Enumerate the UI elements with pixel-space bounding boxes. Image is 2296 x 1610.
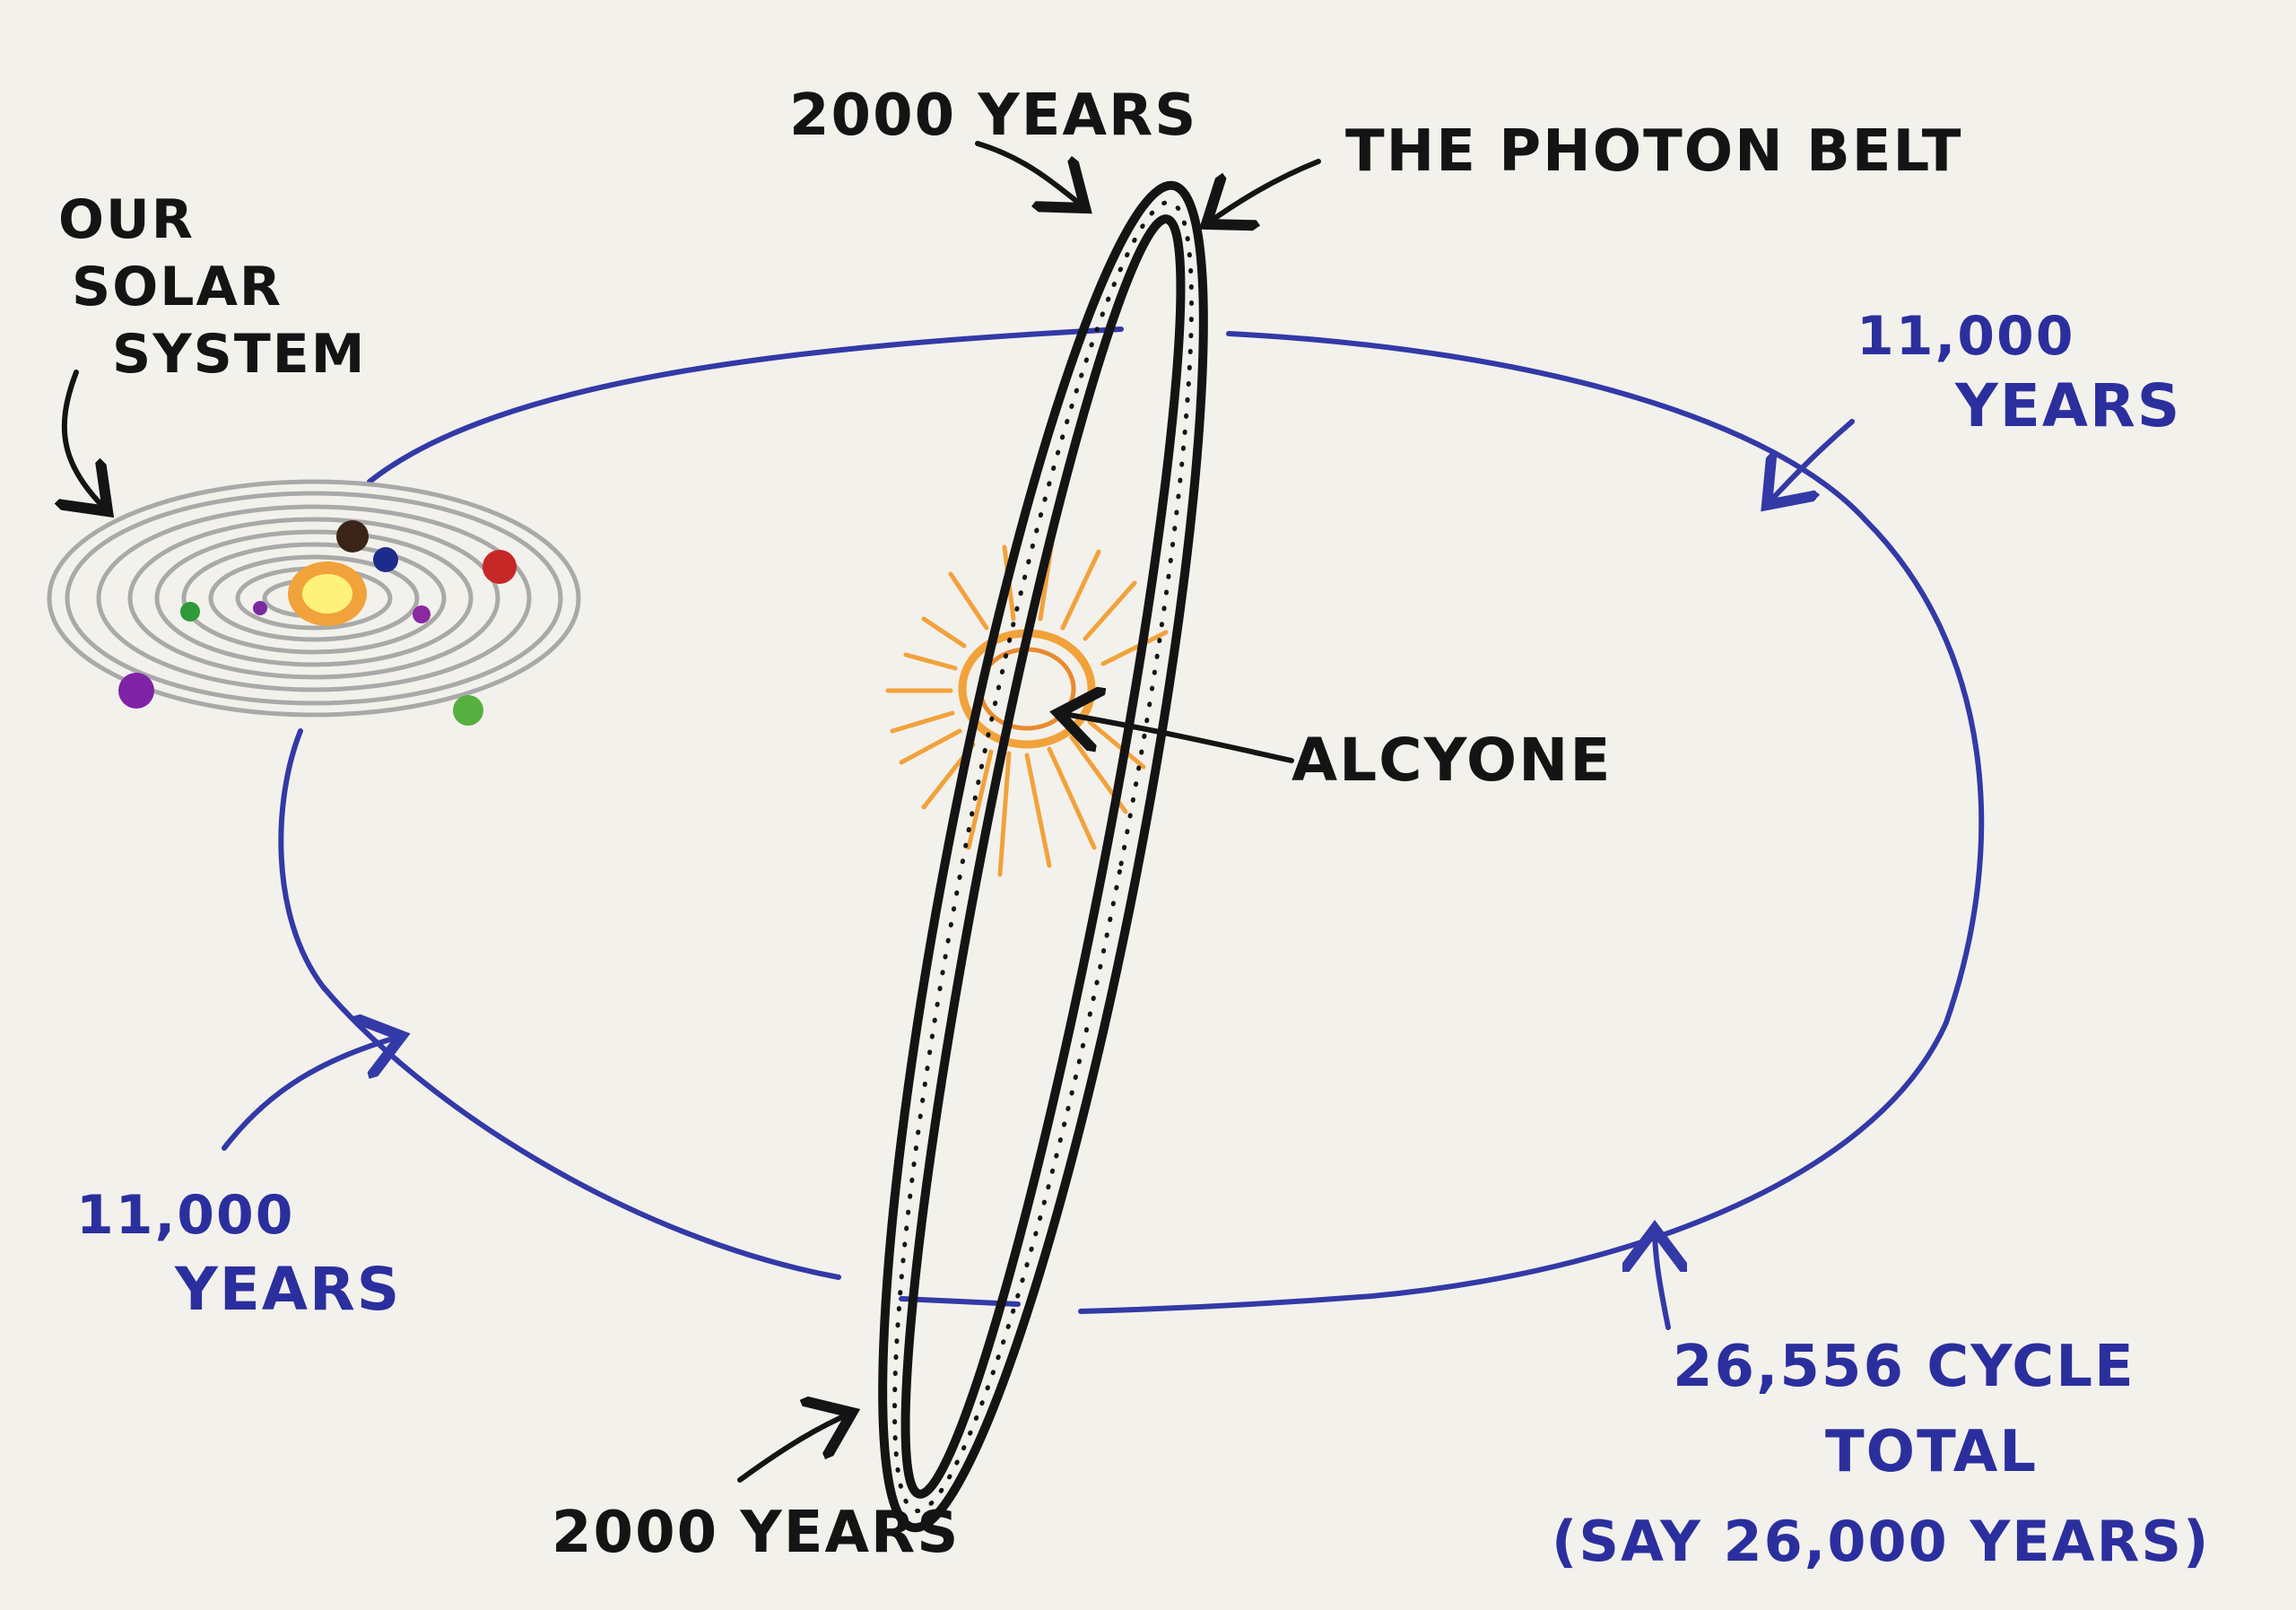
solar-sun: [288, 561, 367, 626]
planet-icon: [483, 550, 517, 584]
cycle-label-line: 26,556 CYCLE: [1673, 1334, 2135, 1400]
orbit-ellipse: [278, 326, 1985, 1314]
cycle-label-line: TOTAL: [1825, 1419, 2038, 1485]
planet-icon: [336, 520, 369, 553]
arrow-icon: [1058, 713, 1294, 763]
planet-icon: [118, 673, 154, 709]
planet-icon: [413, 605, 430, 623]
top-years-label: 2000 YEARS: [789, 83, 1197, 149]
solar-system: [47, 479, 581, 726]
solar-system-label-line: SYSTEM: [112, 323, 367, 386]
planet-icon: [180, 602, 200, 622]
photon-belt: [878, 180, 1208, 1533]
arrow-icon: [1767, 419, 1855, 505]
arrow-icon: [1206, 159, 1321, 224]
solar-system-label: OUR SOLAR SYSTEM: [58, 188, 367, 386]
arrow-icon: [222, 1036, 402, 1151]
sun-rays: [885, 527, 1169, 877]
left-years-value: 11,000: [76, 1184, 295, 1247]
left-years-unit: YEARS: [174, 1255, 401, 1324]
alcyone-label: ALCYONE: [1292, 726, 1612, 795]
bottom-years-label: 2000 YEARS: [552, 1500, 960, 1566]
arrow-icon: [975, 141, 1085, 208]
arrow-icon: [737, 1413, 852, 1483]
alcyone-sun: [885, 527, 1169, 877]
solar-system-label-line: SOLAR: [72, 256, 283, 318]
planet-icon: [453, 695, 483, 726]
planet-icon: [253, 601, 267, 615]
arrow-icon: [65, 370, 108, 511]
right-years-value: 11,000: [1857, 305, 2075, 368]
solar-system-label-line: OUR: [58, 188, 195, 251]
right-years-unit: YEARS: [1954, 371, 2181, 440]
photon-belt-label: THE PHOTON BELT: [1345, 118, 1962, 185]
arrow-icon: [1655, 1229, 1668, 1330]
planet-icon: [373, 547, 398, 572]
cycle-label: 26,556 CYCLE TOTAL (SAY 26,000 YEARS): [1552, 1334, 2210, 1574]
cycle-label-line: (SAY 26,000 YEARS): [1552, 1509, 2210, 1574]
